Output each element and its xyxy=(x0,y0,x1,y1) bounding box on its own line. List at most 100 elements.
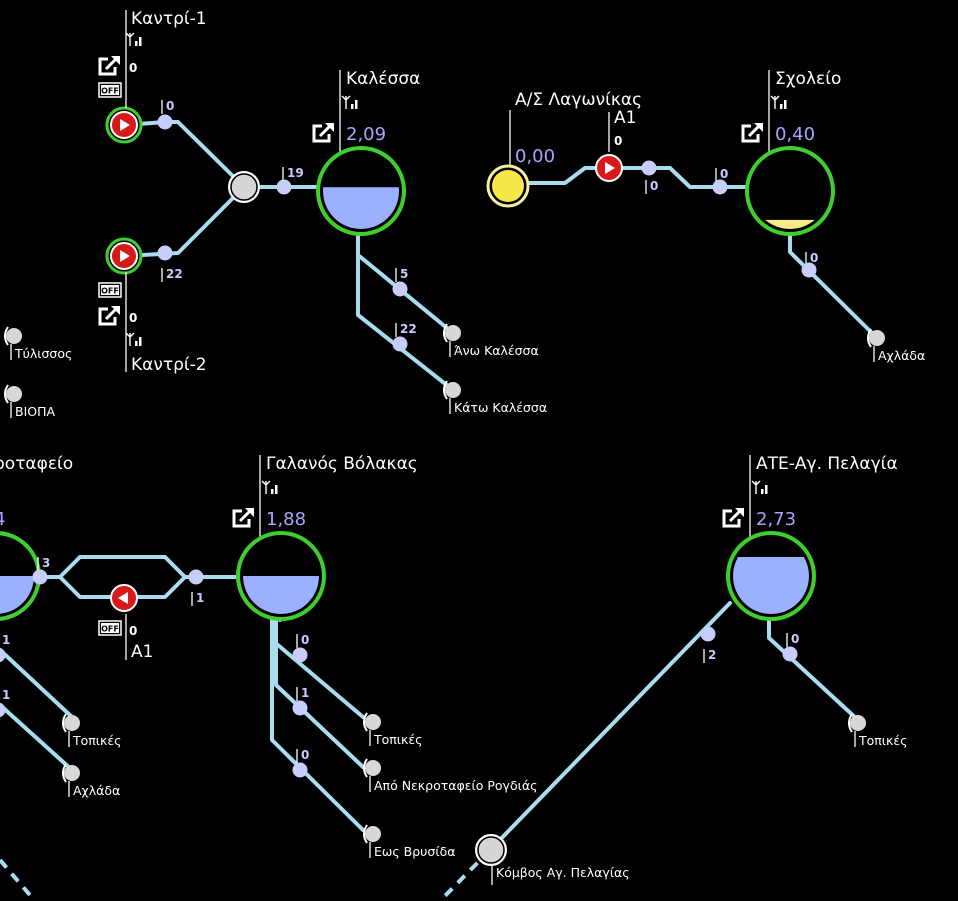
consumer-node xyxy=(365,714,381,730)
play-right-icon xyxy=(605,162,615,174)
junction-kalessa[interactable] xyxy=(228,171,260,203)
flow-node-galanos_in[interactable]: 1 xyxy=(188,569,205,607)
source-lagonikas[interactable]: Α/Σ Λαγωνίκας 0,00 xyxy=(486,90,642,208)
consumer-axlada1[interactable]: Αχλάδα xyxy=(867,328,925,363)
play-right-icon xyxy=(120,119,130,131)
junction-ag-pelagia[interactable] xyxy=(475,834,507,866)
pumps xyxy=(105,106,623,612)
pipe-nekro-topikes xyxy=(0,648,74,719)
flow-value: 1 xyxy=(196,591,204,605)
valve-node xyxy=(292,700,308,716)
pump-kantri1[interactable] xyxy=(105,106,143,144)
consumer-topikes1[interactable]: Τοπικές xyxy=(62,713,122,748)
broadcast-arc-icon xyxy=(4,326,9,346)
broadcast-arc-icon xyxy=(4,384,9,404)
flow-nodes: 0 22 19 5 22 0 0 0 3 1 0 1 0 1 1 2 0 xyxy=(0,99,818,778)
pipe-ate-kombos xyxy=(488,601,732,852)
pipe-nekro-axlada xyxy=(0,703,74,772)
flow-node-kato_kalessa[interactable]: 22 xyxy=(392,322,417,352)
broadcast-arc-icon xyxy=(443,323,448,343)
external-link-icon[interactable] xyxy=(722,507,746,528)
consumer-axlada2[interactable]: Αχλάδα xyxy=(62,763,120,798)
consumer-tylissos[interactable]: Τύλισσος xyxy=(4,326,72,361)
valve-node xyxy=(157,245,173,261)
kantri1-value: 0 xyxy=(129,61,137,75)
flow-node-gal_3[interactable]: 0 xyxy=(292,748,310,778)
consumer-node xyxy=(64,765,80,781)
consumer-label: Από Νεκροταφείο Ρογδιάς xyxy=(374,778,537,793)
tank-level: 4 xyxy=(0,509,5,530)
flow-node-ano_kalessa[interactable]: 5 xyxy=(392,267,409,297)
flow-node-nekro_2[interactable]: 1 xyxy=(0,688,10,718)
kantri1-signal-icon xyxy=(125,32,142,46)
flow-node-sxoleio_out[interactable]: 0 xyxy=(801,251,819,278)
flow-node-ate_in[interactable]: 2 xyxy=(700,626,717,664)
kantri1-off-badge[interactable]: OFF xyxy=(98,82,122,98)
source-icon xyxy=(492,170,524,202)
play-right-icon xyxy=(120,250,130,262)
flow-node-lag_b[interactable]: 0 xyxy=(712,167,729,195)
valve-node xyxy=(188,569,204,585)
flow-node-nekro_in[interactable]: 3 xyxy=(32,556,51,585)
pipe-kantri1 xyxy=(123,120,246,189)
junction-ag-pelagia-inner xyxy=(477,836,505,864)
pump-lagonikas_a1[interactable] xyxy=(595,154,623,182)
flow-value: 3 xyxy=(42,556,50,570)
flow-node-nekro_1[interactable]: 1 xyxy=(0,633,10,663)
flow-node-junction_kalessa[interactable]: 19 xyxy=(276,166,304,195)
consumer-topikes3[interactable]: Τοπικές xyxy=(848,713,908,748)
valve-node xyxy=(157,114,173,130)
source-level: 0,00 xyxy=(515,146,555,167)
consumer-node xyxy=(64,715,80,731)
pipe-axlada xyxy=(788,230,874,335)
valve-node xyxy=(276,179,292,195)
external-link-icon[interactable] xyxy=(741,122,765,143)
valve-node xyxy=(292,647,308,663)
consumer-kato_kalessa[interactable]: Κάτω Καλέσσα xyxy=(443,380,547,415)
signal-icon xyxy=(751,480,768,494)
flow-value: 0 xyxy=(166,99,174,113)
valve-node xyxy=(292,762,308,778)
flow-node-ate_out[interactable]: 0 xyxy=(782,632,800,662)
kantri2-link-icon[interactable] xyxy=(98,305,122,326)
consumer-viopa[interactable]: ΒΙΟΠΑ xyxy=(4,384,56,419)
galanos-a1-off-badge[interactable]: OFF xyxy=(98,620,122,636)
kantri2-off-badge[interactable]: OFF xyxy=(98,282,122,298)
lag-a1-name: Α1 xyxy=(614,108,636,128)
pipe-ano-kalessa xyxy=(356,231,455,335)
valve-node xyxy=(0,647,6,663)
flow-node-gal_1[interactable]: 0 xyxy=(292,633,310,663)
flow-value: 19 xyxy=(287,166,304,180)
consumer-topikes2[interactable]: Τοπικές xyxy=(363,712,423,747)
flow-node-k2_out[interactable]: 22 xyxy=(157,245,183,283)
consumer-node xyxy=(365,826,381,842)
consumer-nekro_rogd[interactable]: Από Νεκροταφείο Ρογδιάς xyxy=(363,758,537,793)
tank-ring xyxy=(745,146,835,236)
tank-water-level xyxy=(752,219,828,229)
external-link-icon[interactable] xyxy=(232,507,256,528)
signal-icon xyxy=(261,480,278,494)
valve-node xyxy=(392,336,408,352)
kantri2-value: 0 xyxy=(129,311,137,325)
kantri1-link-icon[interactable] xyxy=(98,55,122,76)
flow-node-k1_out[interactable]: 0 xyxy=(157,99,175,130)
tank-nekrotafeio[interactable]: ροταφείο4 xyxy=(0,454,73,621)
pump-kantri2[interactable] xyxy=(105,237,143,275)
pipe-kato-kalessa xyxy=(356,253,455,392)
external-link-icon[interactable] xyxy=(312,122,336,143)
flow-node-lag_a[interactable]: 0 xyxy=(641,160,659,195)
flow-node-gal_2[interactable]: 1 xyxy=(292,686,310,716)
consumer-vrysida[interactable]: Εως Βρυσίδα xyxy=(363,824,455,859)
consumer-node xyxy=(850,715,866,731)
pump-galanos_a1[interactable] xyxy=(110,584,138,612)
pipe-ate-topikes xyxy=(767,610,860,722)
valve-node xyxy=(782,646,798,662)
consumer-ano_kalessa[interactable]: Άνω Καλέσσα xyxy=(443,323,539,358)
consumer-label: Τοπικές xyxy=(858,733,908,748)
consumer-label: Εως Βρυσίδα xyxy=(374,844,455,859)
